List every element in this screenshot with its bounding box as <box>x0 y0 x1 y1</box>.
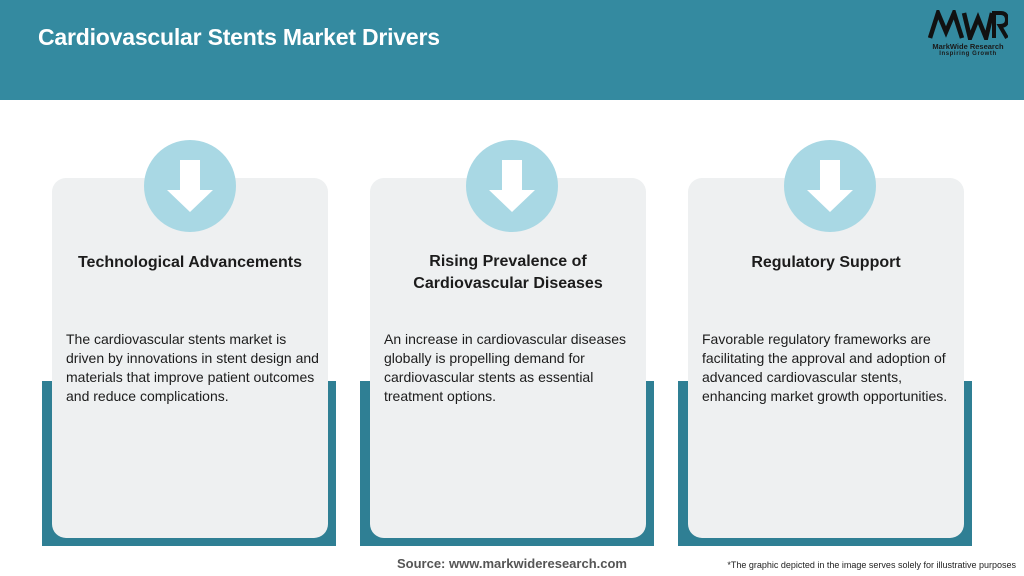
card-body: An increase in cardiovascular diseases g… <box>384 331 627 404</box>
page-title: Cardiovascular Stents Market Drivers <box>38 24 440 50</box>
logo-name: MarkWide Research <box>932 42 1004 51</box>
driver-card-regulatory: Regulatory Support Favorable regulatory … <box>678 178 972 546</box>
disclaimer-note: *The graphic depicted in the image serve… <box>727 560 1016 570</box>
driver-card-technological: Technological Advancements The cardiovas… <box>42 178 336 546</box>
card-title: Rising Prevalence of Cardiovascular Dise… <box>413 253 603 292</box>
mwr-logo-mark <box>928 10 1008 40</box>
down-arrow-icon <box>784 140 876 232</box>
card-body: Favorable regulatory frameworks are faci… <box>702 331 948 404</box>
down-arrow-icon <box>466 140 558 232</box>
down-arrow-icon <box>144 140 236 232</box>
markwide-logo[interactable]: MarkWide Research Inspiring Growth <box>924 10 1012 58</box>
card-title: Technological Advancements <box>77 254 303 271</box>
card-panel: Rising Prevalence of Cardiovascular Dise… <box>370 178 646 538</box>
logo-tagline: Inspiring Growth <box>939 51 997 57</box>
card-panel: Regulatory Support Favorable regulatory … <box>688 178 964 538</box>
card-body: The cardiovascular stents market is driv… <box>66 331 319 404</box>
card-title: Regulatory Support <box>751 254 901 271</box>
driver-card-prevalence: Rising Prevalence of Cardiovascular Dise… <box>360 178 654 546</box>
source-citation[interactable]: Source: www.markwideresearch.com <box>396 556 627 571</box>
card-panel: Technological Advancements The cardiovas… <box>52 178 328 538</box>
header-banner: Cardiovascular Stents Market Drivers Mar… <box>0 0 1024 100</box>
